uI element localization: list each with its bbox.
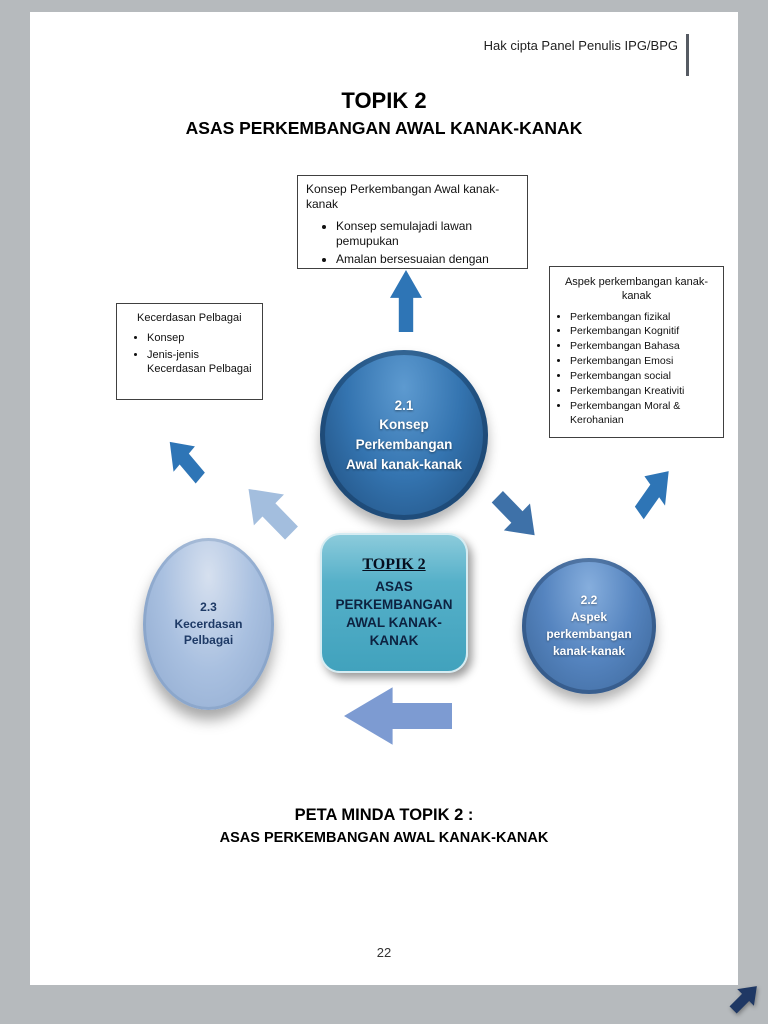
arrow-shape bbox=[729, 986, 757, 1014]
callout-konsep-perkembangan: Konsep Perkembangan Awal kanak-kanak Kon… bbox=[297, 175, 528, 269]
bullet-item: Perkembangan Bahasa bbox=[570, 340, 717, 354]
bullet-item: Perkembangan fizikal bbox=[570, 311, 717, 325]
bullet-list: Perkembangan fizikal Perkembangan Kognit… bbox=[570, 311, 717, 428]
callout-aspek-perkembangan: Aspek perkembangan kanak-kanak Perkemban… bbox=[549, 266, 724, 438]
node-label-line: Konsep bbox=[379, 417, 429, 433]
page-number: 22 bbox=[376, 945, 392, 960]
node-label-line: Perkembangan bbox=[355, 437, 453, 452]
bullet-item: Perkembangan Emosi bbox=[570, 355, 717, 369]
node-label-line: Awal kanak-kanak bbox=[345, 456, 463, 472]
page-subtitle: ASAS PERKEMBANGAN AWAL KANAK-KANAK bbox=[185, 118, 583, 138]
node-2-2: 2.2 Aspek perkembangan kanak-kanak bbox=[522, 558, 656, 694]
callout-kecerdasan-pelbagai: Kecerdasan Pelbagai Konsep Jenis-jenis K… bbox=[116, 303, 263, 400]
center-topic-line: KANAK bbox=[369, 633, 419, 649]
bullet-item: Perkembangan Kreativiti bbox=[570, 385, 717, 399]
arrow-to-left-callout-icon bbox=[158, 428, 212, 492]
node-label-line: Aspek bbox=[570, 610, 608, 625]
arrow-shape bbox=[344, 687, 452, 745]
arrow-shape bbox=[169, 441, 205, 484]
center-topic-line: PERKEMBANGAN bbox=[335, 596, 453, 612]
arrow-up-icon bbox=[386, 270, 426, 332]
node-number: 2.3 bbox=[200, 599, 217, 614]
bullet-item: Amalan bersesuaian dengan bbox=[336, 252, 519, 267]
center-topic-line: AWAL KANAK- bbox=[346, 615, 442, 630]
node-label-line: Pelbagai bbox=[183, 633, 234, 648]
node-label-line: perkembangan bbox=[546, 627, 632, 641]
document-page: Hak cipta Panel Penulis IPG/BPG TOPIK 2 … bbox=[30, 12, 738, 985]
node-2-3: 2.3 Kecerdasan Pelbagai bbox=[143, 538, 274, 710]
bullet-item: Konsep bbox=[147, 332, 256, 346]
callout-title: Aspek perkembangan kanak-kanak bbox=[564, 276, 709, 303]
callout-title: Kecerdasan Pelbagai bbox=[137, 312, 242, 324]
center-topic-box: TOPIK 2 ASAS PERKEMBANGAN AWAL KANAK- KA… bbox=[320, 533, 468, 673]
node-label-line: Kecerdasan bbox=[174, 616, 243, 631]
copyright-text: Hak cipta Panel Penulis IPG/BPG bbox=[483, 38, 678, 53]
bullet-item: Konsep semulajadi lawan pemupukan bbox=[336, 219, 519, 249]
caption-line-1: PETA MINDA TOPIK 2 : bbox=[294, 806, 474, 824]
page-title: TOPIK 2 bbox=[341, 88, 427, 113]
callout-title: Konsep Perkembangan Awal kanak-kanak bbox=[306, 182, 500, 211]
node-number: 2.2 bbox=[580, 593, 598, 608]
next-page-arrow-icon[interactable] bbox=[724, 977, 766, 1019]
center-topic-title: TOPIK 2 bbox=[362, 555, 426, 573]
bullet-item: Jenis-jenis Kecerdasan Pelbagai bbox=[147, 349, 256, 377]
bullet-item: Perkembangan Kognitif bbox=[570, 325, 717, 339]
arrow-cycle-left-icon bbox=[232, 472, 308, 550]
arrow-shape bbox=[390, 270, 422, 332]
node-label-line: kanak-kanak bbox=[552, 643, 626, 658]
bullet-item: Perkembangan Moral & Kerohanian bbox=[570, 400, 717, 428]
bullet-list: Konsep semulajadi lawan pemupukan Amalan… bbox=[336, 219, 519, 267]
node-number: 2.1 bbox=[394, 397, 414, 413]
arrow-cycle-right-icon bbox=[483, 482, 549, 550]
bullet-item: Perkembangan social bbox=[570, 370, 717, 384]
header-divider bbox=[686, 34, 689, 76]
center-topic-line: ASAS bbox=[375, 578, 413, 594]
arrow-bottom-left-icon bbox=[344, 680, 452, 752]
arrow-shape bbox=[634, 471, 669, 520]
caption-line-2: ASAS PERKEMBANGAN AWAL KANAK-KANAK bbox=[219, 830, 549, 846]
arrow-shape bbox=[248, 488, 298, 540]
arrow-shape bbox=[491, 490, 535, 536]
arrow-to-right-callout-icon bbox=[628, 455, 680, 529]
bullet-list: Konsep Jenis-jenis Kecerdasan Pelbagai bbox=[147, 332, 256, 376]
node-2-1: 2.1 Konsep Perkembangan Awal kanak-kanak bbox=[320, 350, 488, 520]
